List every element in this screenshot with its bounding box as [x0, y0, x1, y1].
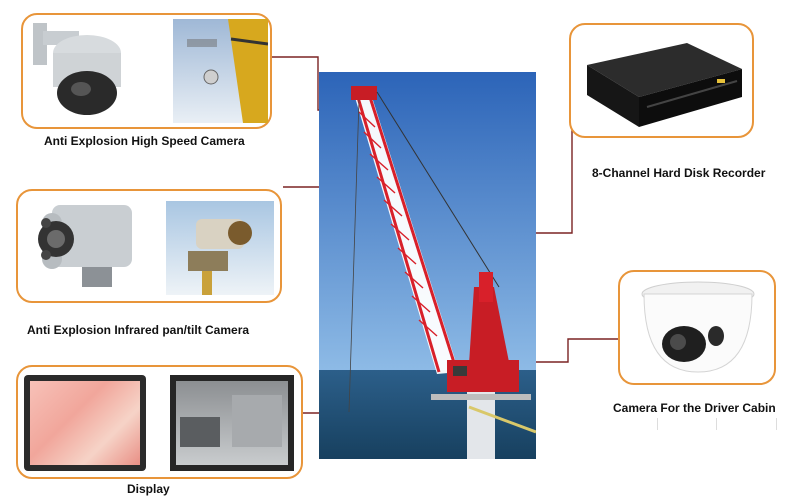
crane-photo: [319, 72, 536, 459]
divider-ticks: [657, 418, 778, 430]
caption-display: Display: [127, 482, 170, 496]
mounted-infrared-photo: [166, 201, 274, 295]
mast-camera-photo: [173, 19, 268, 123]
hard-disk-recorder-icon: [587, 43, 742, 127]
dome-ptz-camera-icon: [33, 23, 121, 115]
caption-recorder: 8-Channel Hard Disk Recorder: [592, 166, 766, 180]
high-speed-camera-box: [21, 13, 272, 129]
dome-camera-icon: [641, 281, 755, 373]
infrared-camera-icon: [38, 205, 132, 287]
caption-cabin: Camera For the Driver Cabin: [613, 401, 776, 415]
cabin-camera-box: [618, 270, 776, 385]
display-monitor-icon: [24, 375, 146, 471]
caption-infrared: Anti Explosion Infrared pan/tilt Camera: [27, 323, 250, 337]
display-screen-photo: [170, 375, 294, 471]
display-box: [16, 365, 303, 479]
crane-illustration: [319, 72, 536, 459]
divider-tick-3: [776, 418, 777, 430]
divider-tick-2: [716, 418, 717, 430]
recorder-box: [569, 23, 754, 138]
caption-high-speed: Anti Explosion High Speed Camera: [44, 134, 245, 148]
infrared-camera-box: [16, 189, 282, 303]
